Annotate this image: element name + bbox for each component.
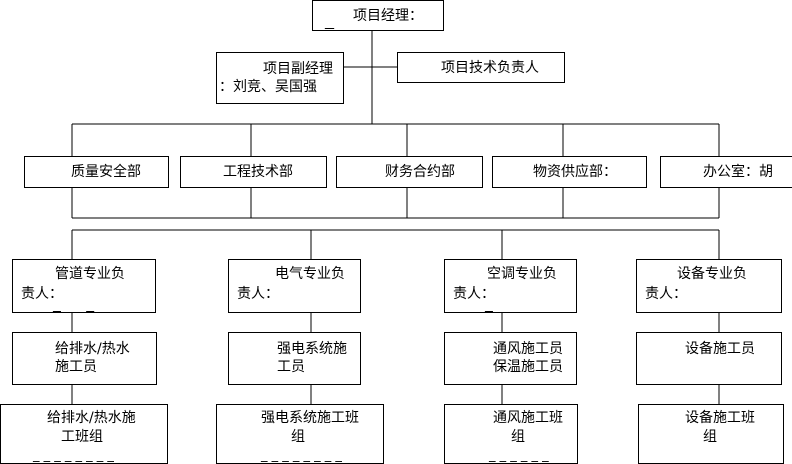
worker-equipment-line1: 设备施工员 xyxy=(685,341,755,357)
specialty-box-electrical: 电气专业负 责人： _ _ _ _ xyxy=(228,259,361,313)
worker-electrical-line1: 强电系统施 xyxy=(277,341,347,357)
specialty-hvac-clipped-name: ─ _ _ _ xyxy=(485,305,525,313)
team-electrical-clipped-names: _ _ _ _ _ _ _ _ xyxy=(261,448,342,463)
specialty-equipment-clipped-name: _ _ _ _ xyxy=(679,305,718,313)
team-box-equipment: 设备施工班 组 xyxy=(638,404,784,464)
team-equipment-line2: 组 xyxy=(703,429,717,445)
dept-box-finance: 财务合约部 xyxy=(336,156,483,188)
specialty-piping-line1: 管道专业负 xyxy=(55,266,125,282)
dept-box-quality: 质量安全部 xyxy=(24,156,169,188)
team-electrical-line1: 强电系统施工班 xyxy=(261,410,359,426)
specialty-hvac-line2: 责人： xyxy=(453,286,495,302)
project-manager-label: 项目经理： xyxy=(353,8,423,24)
team-piping-line2: 工班组 xyxy=(61,429,103,445)
deputy-manager-names: ：刘竞、吴国强 xyxy=(219,79,317,95)
specialty-electrical-clipped-name: _ _ _ _ xyxy=(271,305,310,313)
team-piping-clipped-names: _ _ _ _ _ _ _ _ xyxy=(33,448,114,463)
dept-supply-clipped-name: 、 、 _ xyxy=(509,181,550,187)
dept-label-quality: 质量安全部 xyxy=(71,164,141,180)
deputy-manager-label: 项目副经理 xyxy=(263,61,333,77)
project-manager-clipped-name: 二 _ _ _ xyxy=(323,25,368,30)
worker-hvac-line2: 保温施工员 xyxy=(493,359,563,375)
specialty-hvac-line1: 空调专业负 xyxy=(487,266,557,282)
specialty-electrical-line2: 责人： xyxy=(237,286,279,302)
specialty-box-piping: 管道专业负 责人： ─ _ _ ─ xyxy=(12,259,156,313)
worker-box-piping: 给排水/热水 施工员 _ _ _ _ _ _ _ xyxy=(12,332,157,385)
worker-electrical-line2: 工员 xyxy=(277,359,305,375)
tech-lead-box: 项目技术负责人 xyxy=(397,52,565,83)
specialty-equipment-line2: 责人： xyxy=(645,286,687,302)
dept-box-engineering: 工程技术部 、 . . . xyxy=(180,156,327,188)
dept-label-engineering: 工程技术部 xyxy=(223,164,293,180)
specialty-electrical-line1: 电气专业负 xyxy=(275,266,345,282)
specialty-piping-line2: 责人： xyxy=(21,286,63,302)
worker-hvac-line1: 通风施工员 xyxy=(493,341,563,357)
dept-label-finance: 财务合约部 xyxy=(385,164,455,180)
worker-piping-line2: 施工员 xyxy=(55,359,97,375)
tech-lead-label: 项目技术负责人 xyxy=(441,60,539,76)
team-hvac-line2: 组 xyxy=(511,429,525,445)
worker-box-electrical: 强电系统施 工员 _ _ _ _ _ _ xyxy=(228,332,361,385)
team-hvac-clipped-names: _ _ _ _ _ _ xyxy=(489,448,549,463)
dept-engineering-clipped-name: 、 . . . xyxy=(209,182,247,187)
dept-box-office: 办公室：胡 xyxy=(660,156,792,188)
team-hvac-line1: 通风施工班 xyxy=(493,410,563,426)
specialty-box-hvac: 空调专业负 责人： ─ _ _ _ xyxy=(444,259,577,313)
specialty-equipment-line1: 设备专业负 xyxy=(677,266,747,282)
team-box-piping: 给排水/热水施 工班组 _ _ _ _ _ _ _ _ xyxy=(0,404,168,464)
specialty-box-equipment: 设备专业负 责人： _ _ _ _ xyxy=(636,259,782,313)
worker-piping-clipped-names: _ _ _ _ _ _ _ xyxy=(41,377,112,385)
worker-piping-line1: 给排水/热水 xyxy=(55,341,130,357)
worker-box-hvac: 通风施工员 保温施工员 xyxy=(444,332,577,385)
worker-box-equipment: 设备施工员 xyxy=(636,332,782,385)
team-box-electrical: 强电系统施工班 组 _ _ _ _ _ _ _ _ xyxy=(216,404,384,464)
project-manager-box: 项目经理： 二 _ _ _ xyxy=(312,0,444,31)
team-piping-line1: 给排水/热水施 xyxy=(47,410,136,426)
dept-label-office: 办公室：胡 xyxy=(703,164,773,180)
team-electrical-line2: 组 xyxy=(291,429,305,445)
dept-box-supply: 物资供应部： 、 、 _ xyxy=(492,156,647,188)
specialty-piping-clipped-name: ─ _ _ ─ xyxy=(53,305,95,313)
team-box-hvac: 通风施工班 组 _ _ _ _ _ _ xyxy=(444,404,578,464)
worker-electrical-clipped-names: _ _ _ _ _ _ xyxy=(277,377,337,385)
team-equipment-line1: 设备施工班 xyxy=(685,410,755,426)
deputy-manager-box: 项目副经理 ：刘竞、吴国强 xyxy=(216,52,344,104)
dept-label-supply: 物资供应部： xyxy=(533,164,617,180)
